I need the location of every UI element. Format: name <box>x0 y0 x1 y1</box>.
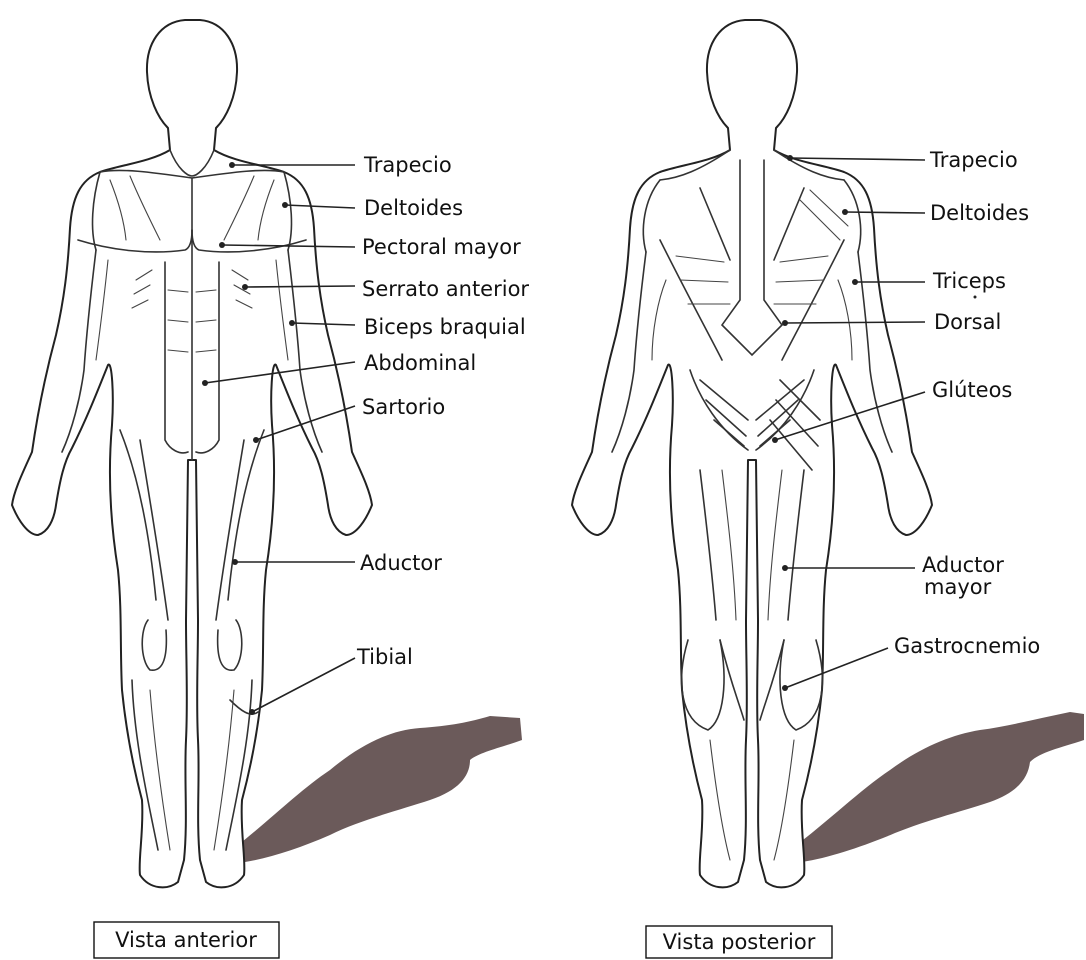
label-anterior-deltoides: Deltoides <box>364 196 463 220</box>
label-posterior-dorsal: Dorsal <box>934 310 1001 334</box>
triceps-dot-mark <box>974 296 977 299</box>
label-anterior-abdominal: Abdominal <box>364 351 476 375</box>
label-anterior-pectoral-mayor: Pectoral mayor <box>362 235 521 259</box>
anterior-caption-box: Vista anterior <box>94 922 279 958</box>
label-anterior-sartorio: Sartorio <box>362 395 445 419</box>
anterior-figure <box>12 20 522 887</box>
label-anterior-biceps-braquial: Biceps braquial <box>364 315 526 339</box>
posterior-shadow <box>790 712 1084 862</box>
posterior-caption-box: Vista posterior <box>646 926 832 958</box>
anterior-labels: Trapecio Deltoides Pectoral mayor Serrat… <box>356 153 529 669</box>
label-posterior-gastrocnemio: Gastrocnemio <box>894 634 1040 658</box>
label-posterior-triceps: Triceps <box>932 269 1006 293</box>
anterior-caption: Vista anterior <box>115 928 257 952</box>
label-anterior-tibial: Tibial <box>356 645 413 669</box>
label-anterior-serrato-anterior: Serrato anterior <box>362 277 529 301</box>
label-posterior-trapecio: Trapecio <box>929 148 1018 172</box>
label-posterior-mayor: mayor <box>924 575 992 599</box>
label-posterior-deltoides: Deltoides <box>930 201 1029 225</box>
anterior-shadow <box>232 716 522 862</box>
posterior-caption: Vista posterior <box>663 930 816 954</box>
label-posterior-aductor: Aductor <box>922 553 1004 577</box>
label-anterior-trapecio: Trapecio <box>363 153 452 177</box>
label-anterior-aductor: Aductor <box>360 551 442 575</box>
posterior-body-outline <box>572 20 932 887</box>
posterior-labels: Trapecio Deltoides Triceps Dorsal Glúteo… <box>894 148 1040 658</box>
label-posterior-gluteos: Glúteos <box>932 378 1012 402</box>
